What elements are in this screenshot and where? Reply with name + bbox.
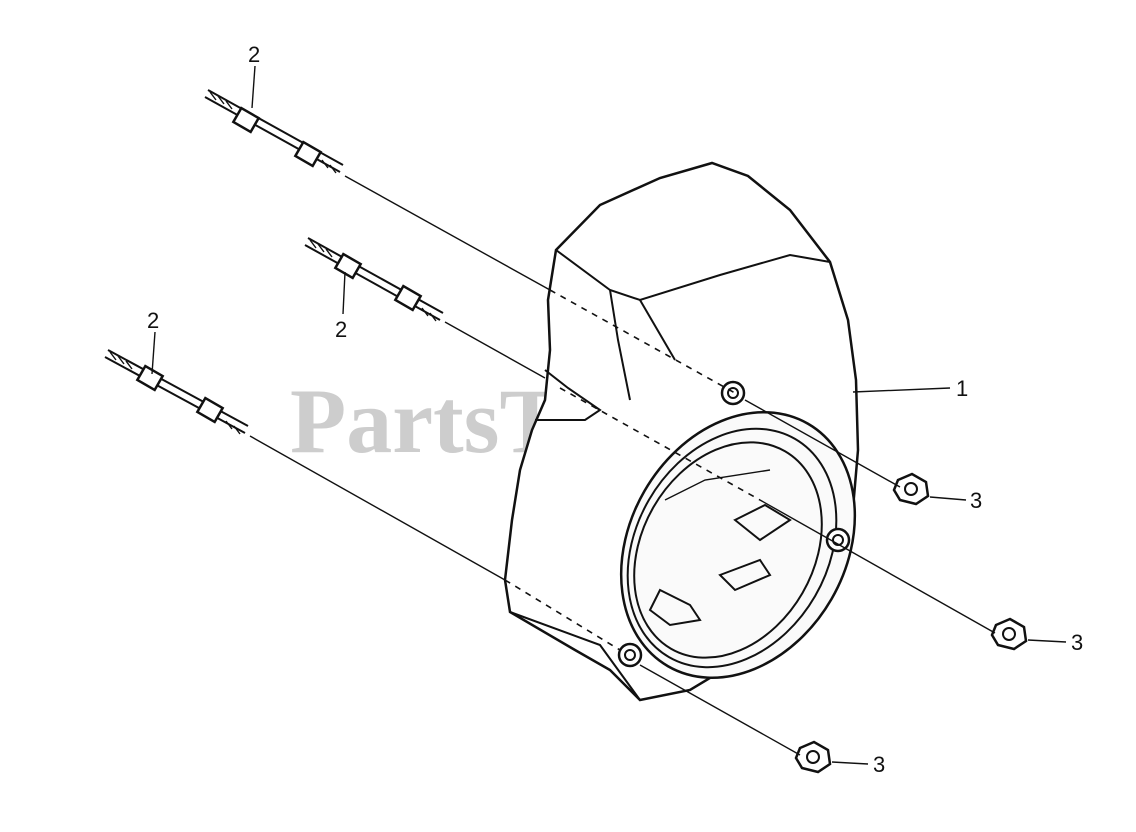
callout-nut-upper: 3 <box>970 488 982 513</box>
blower-housing[interactable] <box>503 161 902 720</box>
callout-nut-lower: 3 <box>873 752 885 777</box>
stud-middle[interactable] <box>304 237 444 322</box>
assembly-lines <box>249 175 996 756</box>
callout-stud-middle: 2 <box>335 317 347 342</box>
nut-lower[interactable] <box>794 740 832 774</box>
stud-upper[interactable] <box>204 89 344 174</box>
nut-middle[interactable] <box>990 617 1028 651</box>
boss-top <box>720 380 746 406</box>
nut-upper[interactable] <box>892 472 930 506</box>
callout-stud-upper: 2 <box>248 42 260 67</box>
stud-lower[interactable] <box>104 349 249 435</box>
boss-bottom <box>617 642 643 668</box>
callout-nut-middle: 3 <box>1071 630 1083 655</box>
boss-right <box>825 527 851 553</box>
callout-stud-lower: 2 <box>147 308 159 333</box>
callouts: 1 2 2 2 3 3 3 <box>147 42 1083 777</box>
callout-blower-housing: 1 <box>956 376 968 401</box>
